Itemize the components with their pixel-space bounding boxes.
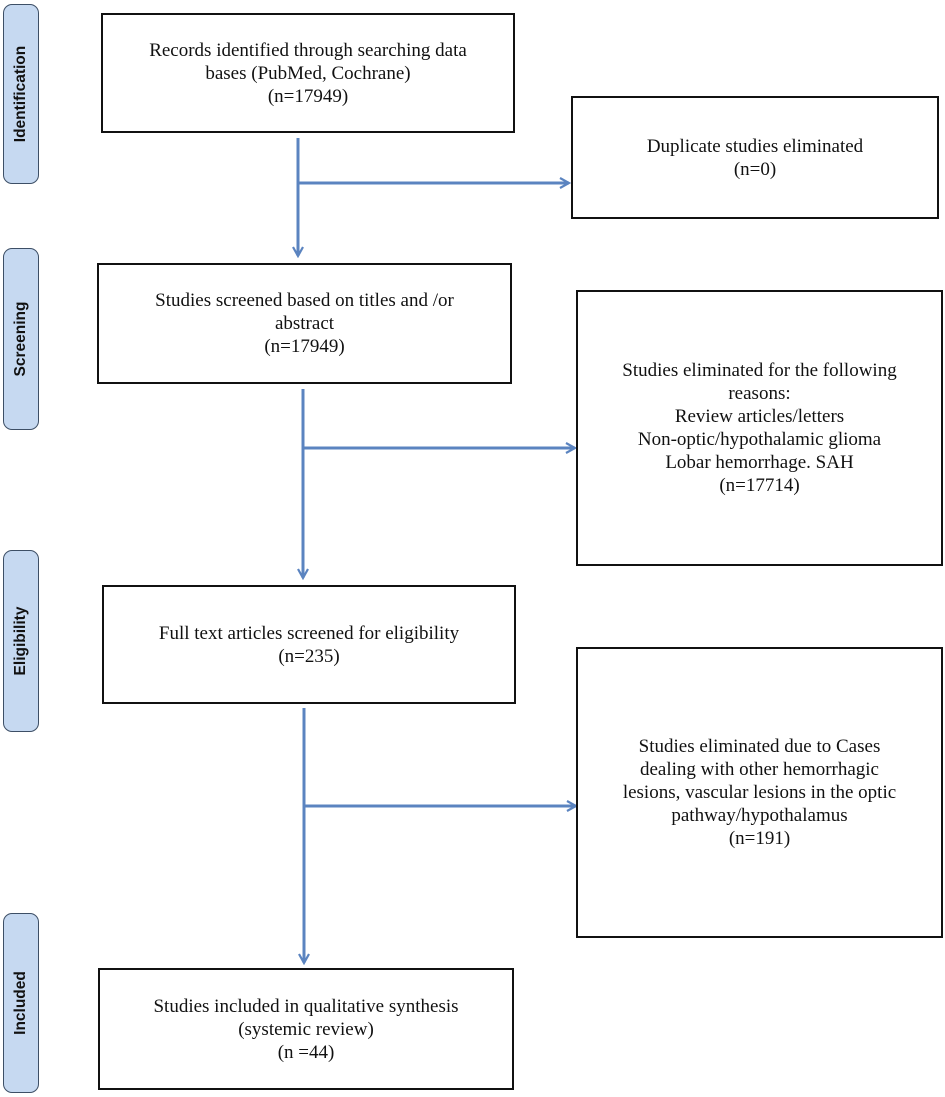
stage-eligibility: Eligibility [3, 550, 39, 732]
excluded-screening-line-6: (n=17714) [719, 475, 800, 496]
excluded-screening-line-3: Review articles/letters [674, 406, 845, 427]
screened-line-1: Studies screened based on titles and /or [155, 290, 454, 311]
full-text-line-2: (n=235) [278, 645, 340, 667]
stage-included: Included [3, 913, 39, 1093]
excluded-screening-line-2: reasons: [728, 383, 791, 404]
excluded-eligibility-line-2: dealing with other hemorrhagic [639, 759, 879, 780]
stage-identification: Identification [3, 4, 39, 184]
excluded-eligibility-line-1: Studies eliminated due to Cases [638, 736, 881, 757]
excluded-screening-line-4: Non-optic/hypothalamic glioma [637, 429, 882, 450]
screened-line-2: abstract [274, 313, 335, 334]
records-identified-line-2: bases (PubMed, Cochrane) [205, 62, 411, 84]
duplicates-line-1: Duplicate studies eliminated [646, 135, 864, 157]
box-excluded-screening: Studies eliminated for the following rea… [576, 290, 943, 566]
excluded-screening-line-5: Lobar hemorrhage. SAH [665, 452, 854, 473]
stage-screening: Screening [3, 248, 39, 430]
box-records-identified: Records identified through searching dat… [101, 13, 515, 133]
excluded-screening-line-1: Studies eliminated for the following [622, 360, 897, 381]
box-excluded-eligibility: Studies eliminated due to Cases dealing … [576, 647, 943, 938]
duplicates-line-2: (n=0) [733, 158, 777, 180]
full-text-line-1: Full text articles screened for eligibil… [158, 622, 460, 644]
excluded-eligibility-line-5: (n=191) [728, 828, 791, 849]
excluded-eligibility-line-4: pathway/hypothalamus [671, 805, 848, 826]
box-full-text: Full text articles screened for eligibil… [102, 585, 516, 704]
included-line-1: Studies included in qualitative synthesi… [153, 995, 459, 1017]
excluded-eligibility-line-3: lesions, vascular lesions in the optic [622, 782, 897, 803]
box-screened: Studies screened based on titles and /or… [97, 263, 512, 384]
records-identified-line-3: (n=17949) [267, 85, 349, 107]
box-duplicates: Duplicate studies eliminated (n=0) [571, 96, 939, 219]
screened-line-3: (n=17949) [264, 336, 345, 357]
included-line-2: (systemic review) [238, 1018, 374, 1040]
box-included: Studies included in qualitative synthesi… [98, 968, 514, 1090]
records-identified-line-1: Records identified through searching dat… [149, 39, 467, 61]
included-line-3: (n =44) [277, 1041, 335, 1063]
